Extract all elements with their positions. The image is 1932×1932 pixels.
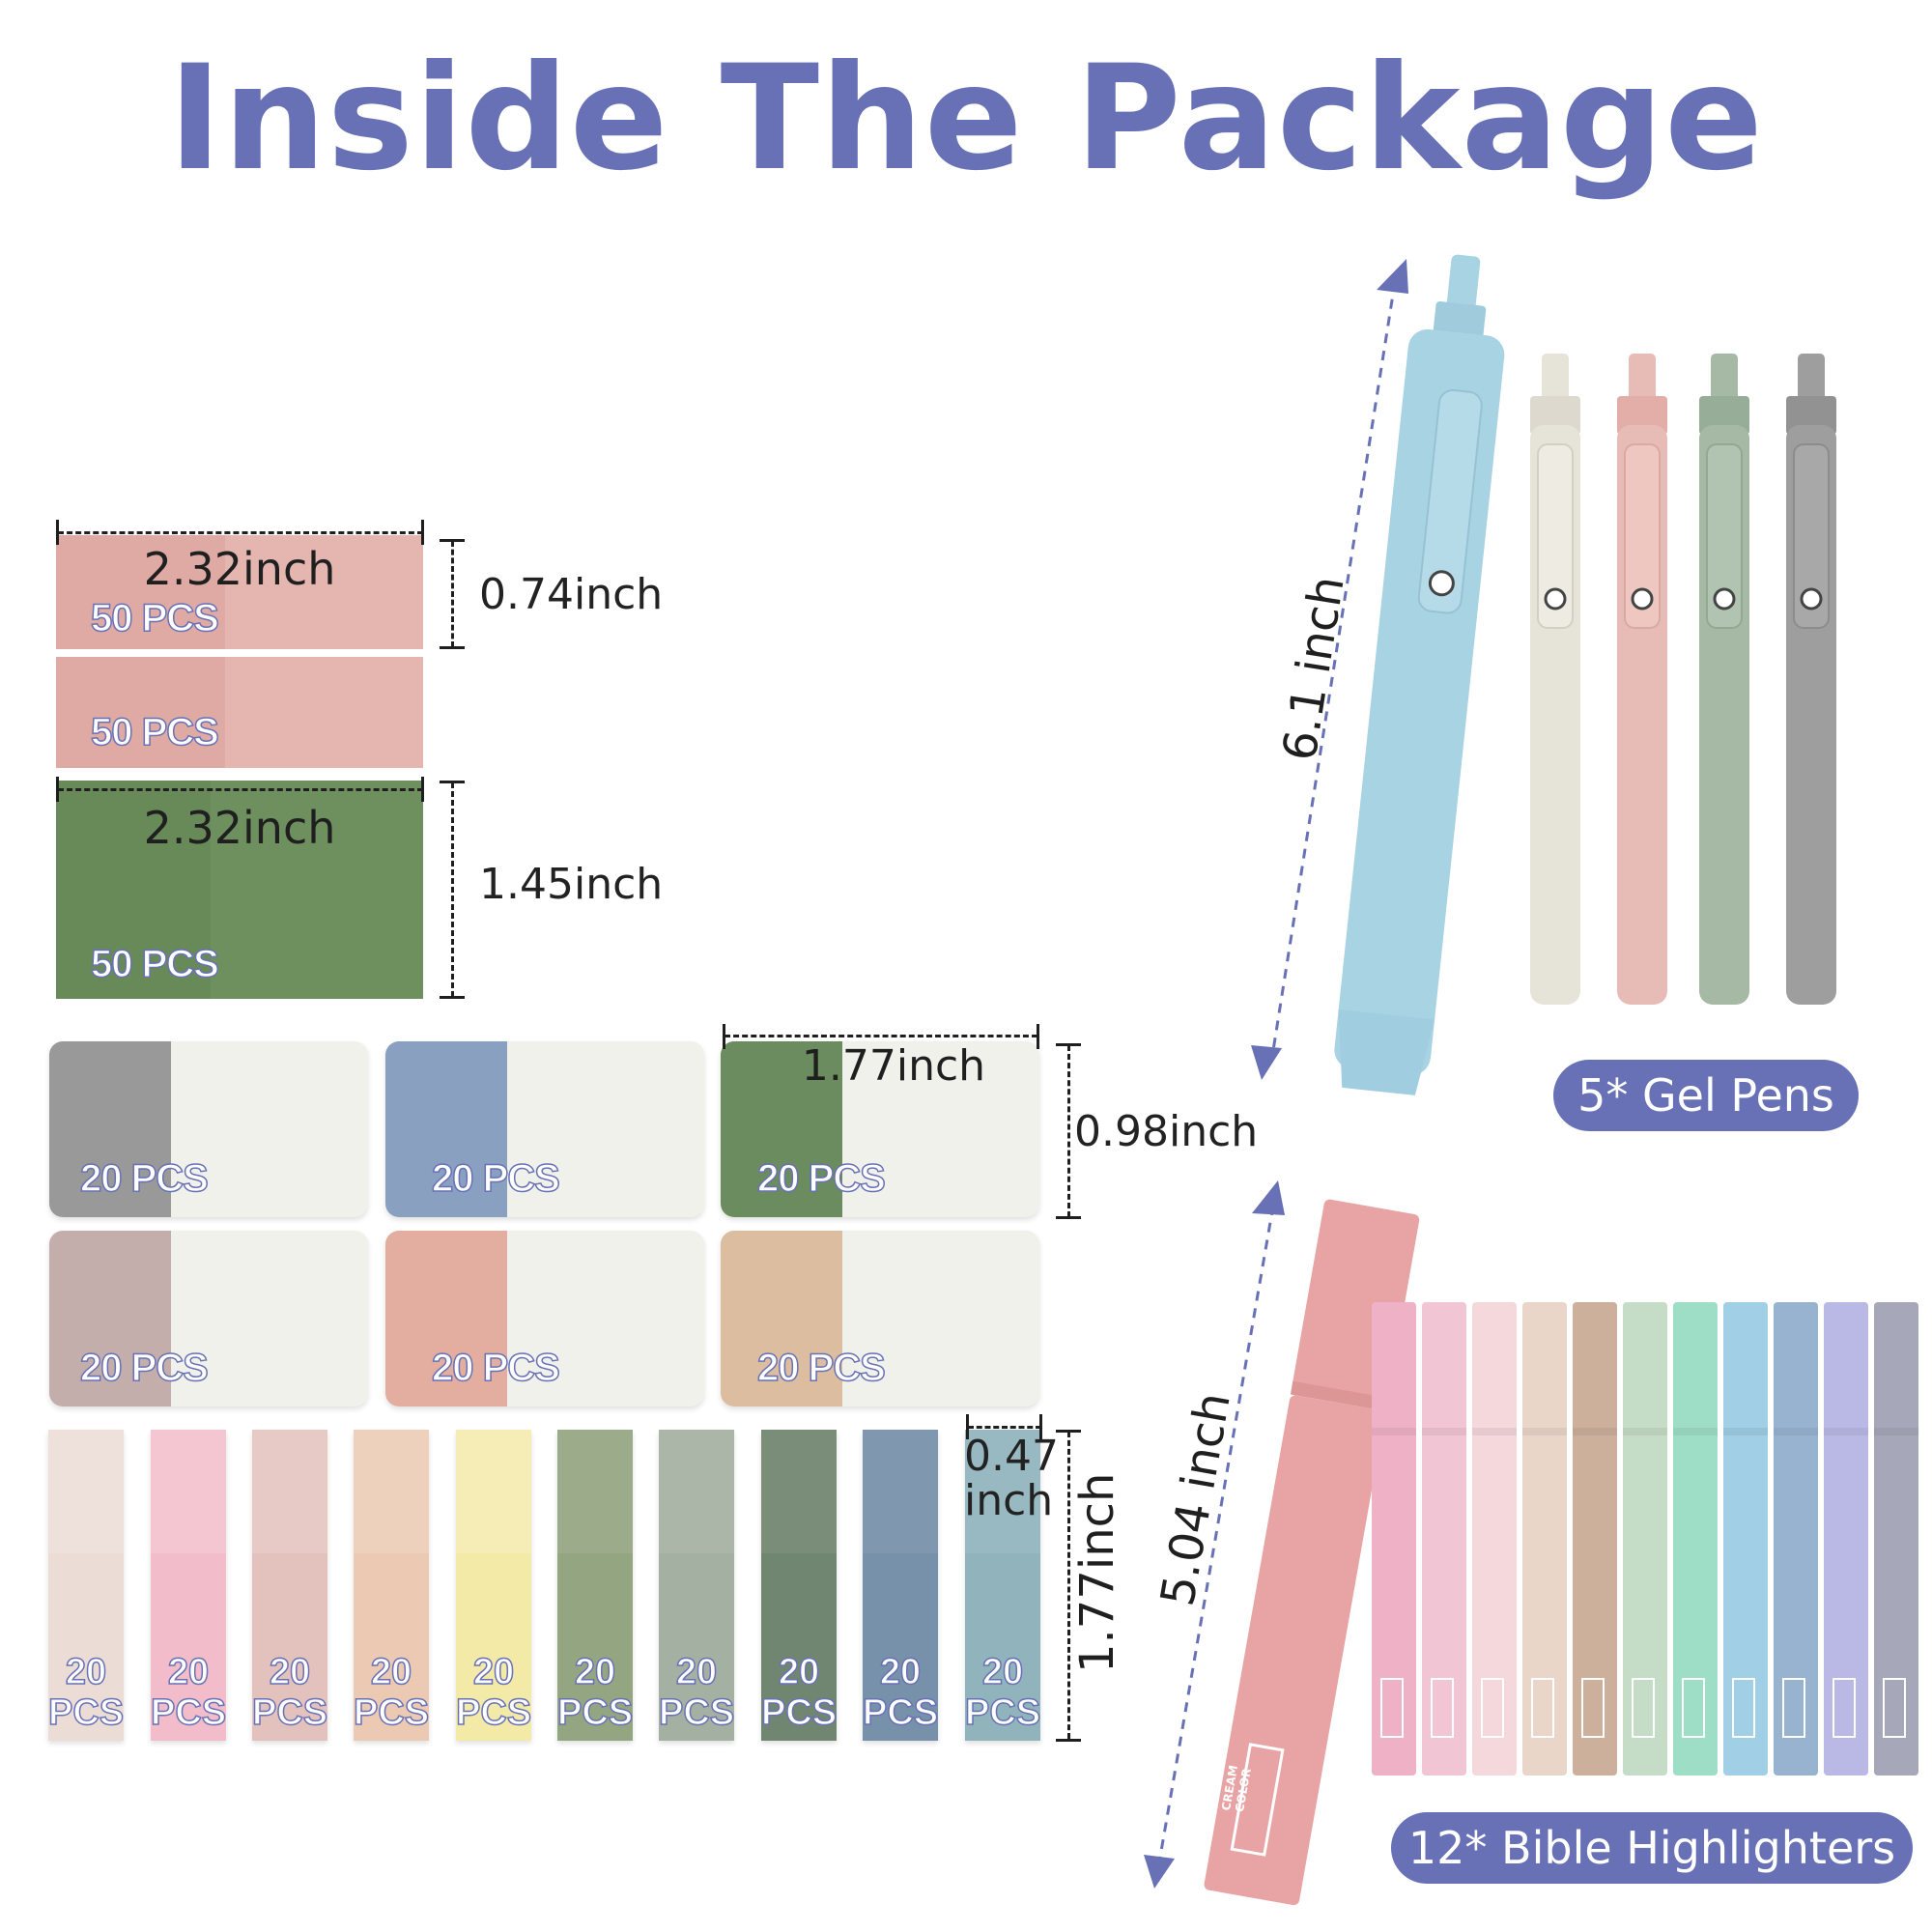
green-height-label: 1.45inch [479, 860, 664, 909]
green-tab: 50 PCS [56, 781, 423, 999]
gel-pen-sage [1699, 354, 1749, 1005]
highlighters-badge: 12* Bible Highlighters [1391, 1812, 1913, 1884]
card-gray: 20 PCS [49, 1041, 368, 1217]
card-width-label: 1.77inch [801, 1041, 986, 1091]
flag-width-label-1: 0.47 [964, 1432, 1059, 1481]
highlighter-row [1372, 1302, 1918, 1776]
gel-pen-blue [1334, 254, 1505, 1095]
pink-height-label: 0.74inch [479, 570, 664, 619]
pink-tab-2: 50 PCS [56, 657, 423, 768]
pcs-label: 50 PCS [90, 942, 219, 986]
pink-tab-1: 50 PCS [56, 535, 423, 649]
flag-width-label-2: inch [964, 1476, 1054, 1525]
pcs-label: 50 PCS [90, 596, 219, 640]
arrow-down-icon [1251, 1045, 1282, 1080]
pcs-label: 20 PCS [756, 1346, 886, 1390]
gel-pens-badge: 5* Gel Pens [1553, 1060, 1859, 1131]
pcs-label: 20 PCS [431, 1346, 560, 1390]
pcs-label: 20 PCS [431, 1156, 560, 1201]
pcs-label: 20 PCS [756, 1156, 886, 1201]
page-title: Inside The Package [168, 35, 1764, 203]
pcs-label: 50 PCS [90, 710, 219, 754]
card-green: 20 PCS [721, 1041, 1039, 1217]
gel-pen-gray [1786, 354, 1836, 1005]
pink-width-label: 2.32inch [143, 543, 336, 595]
card-mauve: 20 PCS [49, 1231, 368, 1406]
pcs-label: 20 PCS [79, 1156, 209, 1201]
card-height-label: 0.98inch [1074, 1107, 1259, 1156]
green-width-label: 2.32inch [143, 802, 336, 854]
highlighter-length-line [1157, 1205, 1275, 1863]
arrow-up-icon [1377, 259, 1408, 294]
arrow-down-icon [1144, 1855, 1175, 1889]
card-blue: 20 PCS [385, 1041, 704, 1217]
arrow-up-icon [1252, 1180, 1285, 1215]
card-salmon: 20 PCS [385, 1231, 704, 1406]
gel-pen-pink [1617, 354, 1667, 1005]
card-tan: 20 PCS [721, 1231, 1039, 1406]
gel-pen-cream [1530, 354, 1580, 1005]
pcs-label: 20 PCS [79, 1346, 209, 1390]
